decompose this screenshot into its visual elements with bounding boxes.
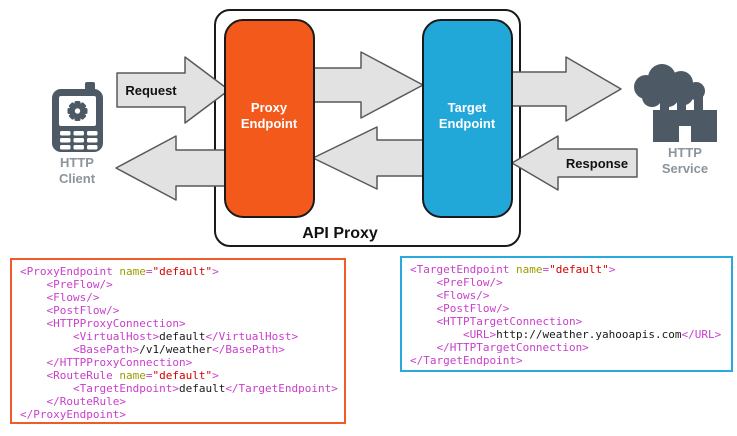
proxy-endpoint-code-block: <ProxyEndpoint name="default"> <PreFlow/… <box>10 258 346 424</box>
mobile-phone-icon <box>52 82 103 152</box>
response-label: Response <box>566 156 628 171</box>
phone-keypad <box>60 131 98 150</box>
code-line: <TargetEndpoint>default</TargetEndpoint> <box>20 382 338 395</box>
api-proxy-flow-diagram: Request Response Proxy Endpoint Target E… <box>52 9 717 247</box>
gear-icon <box>67 101 88 121</box>
code-line: <PreFlow/> <box>410 276 503 289</box>
code-line: </RouteRule> <box>20 395 126 408</box>
code-line: </HTTPProxyConnection> <box>20 356 193 369</box>
code-line: <Flows/> <box>410 289 490 302</box>
proxy-to-target-arrow <box>311 51 424 119</box>
api-proxy-label: API Proxy <box>302 225 378 242</box>
proxy-endpoint-label-line2: Endpoint <box>241 116 298 131</box>
request-arrow <box>116 56 230 124</box>
code-line: <HTTPProxyConnection> <box>20 317 186 330</box>
target-endpoint-label-line2: Endpoint <box>439 116 496 131</box>
target-to-service-arrow <box>509 56 622 122</box>
code-line: <ProxyEndpoint name="default"> <box>20 265 219 278</box>
target-endpoint-label-line1: Target <box>448 100 487 115</box>
code-line: <PostFlow/> <box>410 302 510 315</box>
code-line: <HTTPTargetConnection> <box>410 315 583 328</box>
http-client-label-line1: HTTP <box>60 155 94 170</box>
code-line: <PostFlow/> <box>20 304 120 317</box>
target-endpoint-code-block: <TargetEndpoint name="default"> <PreFlow… <box>400 256 733 372</box>
code-line: <TargetEndpoint name="default"> <box>410 263 616 276</box>
proxy-endpoint-label-line1: Proxy <box>251 100 288 115</box>
http-service-label-line1: HTTP <box>668 145 702 160</box>
code-line: <RouteRule name="default"> <box>20 369 219 382</box>
response-arrow <box>511 135 638 191</box>
code-line: <VirtualHost>default</VirtualHost> <box>20 330 299 343</box>
code-line: </TargetEndpoint> <box>410 354 523 367</box>
http-service-label-line2: Service <box>662 161 708 176</box>
request-label: Request <box>125 83 177 98</box>
factory-icon <box>634 64 717 142</box>
code-line: <PreFlow/> <box>20 278 113 291</box>
code-line: <Flows/> <box>20 291 100 304</box>
target-endpoint-box <box>422 19 513 218</box>
http-client-label-line2: Client <box>59 171 96 186</box>
code-line: </ProxyEndpoint> <box>20 408 126 421</box>
code-line: <URL>http://weather.yahooapis.com</URL> <box>410 328 722 341</box>
code-line: </HTTPTargetConnection> <box>410 341 589 354</box>
proxy-endpoint-box <box>224 19 315 218</box>
code-line: <BasePath>/v1/weather</BasePath> <box>20 343 285 356</box>
response-to-client-arrow <box>115 135 231 201</box>
